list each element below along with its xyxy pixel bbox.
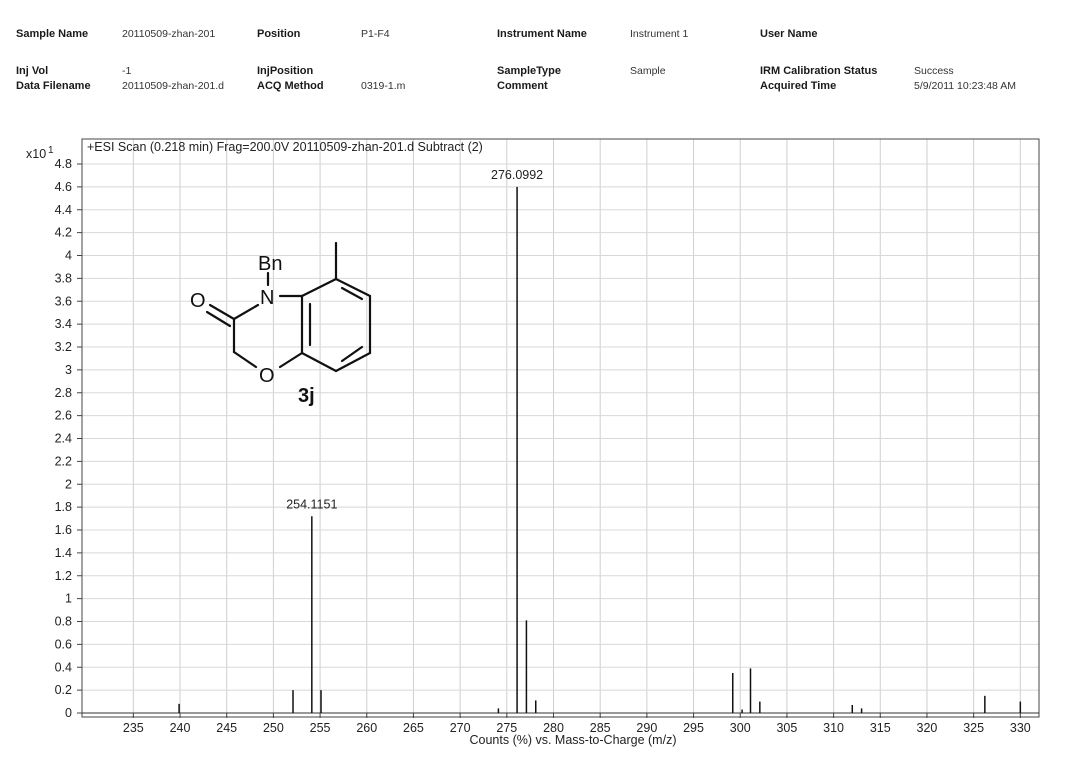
- bn-label: Bn: [258, 253, 282, 275]
- y-tick-label: 0.4: [55, 660, 72, 674]
- user-name-label: User Name: [760, 28, 818, 40]
- y-scale-label: x10: [26, 147, 46, 161]
- plot-frame: [81, 138, 1040, 718]
- y-tick-label: 3: [65, 363, 72, 377]
- o-aryl-bond: [278, 351, 304, 369]
- y-tick-label: 2.4: [55, 432, 72, 446]
- x-axis-label: Counts (%) vs. Mass-to-Charge (m/z): [470, 733, 677, 747]
- x-tick-label: 275: [496, 721, 517, 735]
- instrument-name-value: Instrument 1: [630, 28, 689, 40]
- peaks: 254.1151 276.0992: [82, 168, 1039, 714]
- sample-type-value: Sample: [630, 65, 666, 77]
- y-tick-label: 2.6: [55, 409, 72, 423]
- x-tick-label: 240: [170, 721, 191, 735]
- sample-name-value: 20110509-zhan-201: [122, 28, 216, 40]
- x-tick-label: 260: [356, 721, 377, 735]
- irm-calibration-value: Success: [914, 65, 954, 77]
- x-tick-label: 280: [543, 721, 564, 735]
- position-value: P1-F4: [361, 28, 390, 40]
- y-scale-exponent: 1: [48, 145, 54, 156]
- x-tick-label: 245: [216, 721, 237, 735]
- x-tick-label: 315: [870, 721, 891, 735]
- grid: [82, 139, 1039, 717]
- y-tick-label: 2.8: [55, 386, 72, 400]
- x-tick-label: 255: [310, 721, 331, 735]
- x-tick-label: 270: [450, 721, 471, 735]
- compound-label: 3j: [298, 385, 315, 407]
- inj-position-label: InjPosition: [257, 65, 314, 77]
- y-tick-label: 2: [65, 477, 72, 491]
- data-filename-label: Data Filename: [16, 80, 91, 92]
- x-tick-label: 290: [636, 721, 657, 735]
- ch2-o-bond: [232, 350, 258, 369]
- y-tick-label: 3.8: [55, 271, 72, 285]
- comment-label: Comment: [497, 80, 548, 92]
- data-filename-value: 20110509-zhan-201.d: [122, 80, 224, 92]
- sample-type-label: SampleType: [497, 65, 561, 77]
- sample-name-label: Sample Name: [16, 28, 89, 40]
- y-tick-label: 4.8: [55, 157, 72, 171]
- y-tick-label: 4: [65, 249, 72, 263]
- y-tick-label: 1.2: [55, 569, 72, 583]
- ring-bond: [300, 277, 338, 298]
- acquired-time-label: Acquired Time: [760, 80, 837, 92]
- y-tick-label: 4.6: [55, 180, 72, 194]
- x-tick-label: 305: [776, 721, 797, 735]
- y-tick-label: 0.2: [55, 683, 72, 697]
- ring-double-bond: [340, 345, 364, 363]
- ring-bond: [300, 351, 338, 373]
- x-tick-label: 295: [683, 721, 704, 735]
- ring-bond: [334, 277, 372, 298]
- y-tick-label: 1.8: [55, 500, 72, 514]
- nitrogen-label: N: [260, 287, 274, 309]
- y-tick-label: 0.6: [55, 637, 72, 651]
- peak-label: 254.1151: [286, 497, 337, 511]
- x-tick-label: 310: [823, 721, 844, 735]
- x-tick-label: 235: [123, 721, 144, 735]
- n-carbonyl-bond: [232, 303, 260, 321]
- x-tick-label: 320: [917, 721, 938, 735]
- carbonyl-oxygen-label: O: [190, 290, 206, 312]
- instrument-name-label: Instrument Name: [497, 28, 587, 40]
- y-tick-label: 4.4: [55, 203, 72, 217]
- y-tick-label: 3.6: [55, 294, 72, 308]
- inj-vol-label: Inj Vol: [16, 65, 49, 77]
- ring-bond: [334, 351, 372, 373]
- x-tick-label: 250: [263, 721, 284, 735]
- inj-vol-value: -1: [122, 65, 132, 77]
- acq-method-value: 0319-1.m: [361, 80, 406, 92]
- carbonyl-double-bond: [205, 310, 232, 328]
- y-tick-label: 2.2: [55, 454, 72, 468]
- y-tick-label: 1: [65, 592, 72, 606]
- y-tick-label: 0.8: [55, 615, 72, 629]
- x-tick-label: 330: [1010, 721, 1031, 735]
- acq-method-label: ACQ Method: [257, 80, 324, 92]
- position-label: Position: [257, 28, 301, 40]
- ring-oxygen-label: O: [259, 365, 275, 387]
- y-tick-label: 4.2: [55, 226, 72, 240]
- y-tick-label: 1.6: [55, 523, 72, 537]
- chemical-structure: [205, 241, 372, 373]
- acquired-time-value: 5/9/2011 10:23:48 AM: [914, 80, 1016, 92]
- peak-label: 276.0992: [491, 168, 543, 182]
- irm-calibration-label: IRM Calibration Status: [760, 65, 878, 77]
- y-tick-label: 3.4: [55, 317, 72, 331]
- x-tick-label: 325: [963, 721, 984, 735]
- y-tick-label: 0: [65, 706, 72, 720]
- x-tick-label: 300: [730, 721, 751, 735]
- carbonyl-bond: [208, 303, 236, 321]
- chart-title: +ESI Scan (0.218 min) Frag=200.0V 201105…: [87, 140, 483, 154]
- x-tick-label: 285: [590, 721, 611, 735]
- x-tick-label: 265: [403, 721, 424, 735]
- y-tick-label: 1.4: [55, 546, 72, 560]
- y-tick-label: 3.2: [55, 340, 72, 354]
- ring-double-bond: [340, 286, 364, 301]
